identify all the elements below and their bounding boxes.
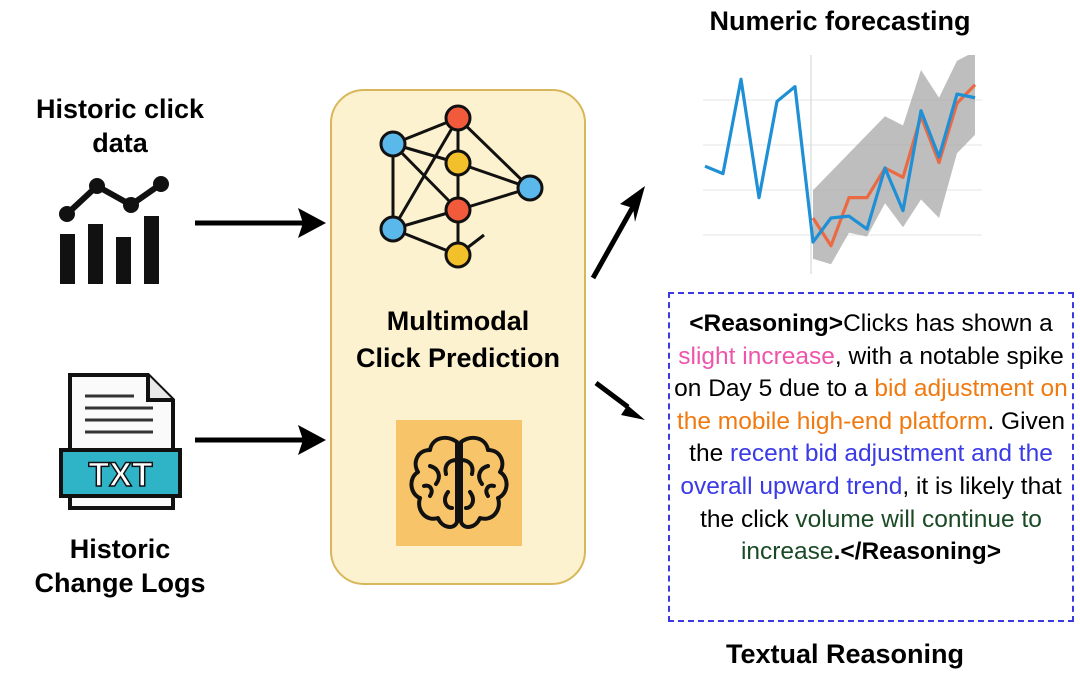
txt-badge: TXT <box>88 456 152 494</box>
node-yellow-1 <box>444 149 472 177</box>
arrow-model-to-forecast <box>590 186 645 280</box>
arrow-click-data-to-model <box>195 208 326 238</box>
history-line <box>704 77 976 244</box>
change-logs-label: Historic Change Logs <box>34 534 206 598</box>
forecast-chart-svg <box>703 51 982 281</box>
node-red-bottom <box>444 196 472 224</box>
brain-icon <box>409 435 509 529</box>
reasoning-highlight-trend: recent bid adjustment and the overall up… <box>680 440 1053 500</box>
click-data-label: Historic click data <box>35 94 205 158</box>
brain-tile <box>396 420 522 546</box>
node-blue-3 <box>516 174 544 202</box>
bar-chart-icon <box>59 176 169 284</box>
txt-file-icon: TXT <box>59 373 182 510</box>
model-title: Multimodal Click Prediction <box>330 303 586 377</box>
forecast-title: Numeric forecasting <box>709 6 971 36</box>
reasoning-title: Textual Reasoning <box>725 639 965 669</box>
reasoning-highlight-increase: slight increase <box>678 342 835 370</box>
reasoning-open-tag: <Reasoning> <box>689 310 844 337</box>
neural-network-icon <box>379 104 544 269</box>
forecast-line <box>811 83 977 248</box>
reasoning-text-2: , with a notable spike on Day 5 due to a <box>674 342 1064 403</box>
reasoning-highlight-bid: bid adjustment on the mobile high-end pl… <box>676 375 1068 435</box>
reasoning-text-1: Clicks has shown a <box>843 310 1053 337</box>
model-title-line2: Click Prediction <box>355 343 561 373</box>
node-blue-1 <box>379 130 407 158</box>
reasoning-box: <Reasoning>Clicks has shown a slight inc… <box>668 292 1074 622</box>
node-yellow-2 <box>444 241 472 269</box>
node-red-top <box>444 104 472 132</box>
arrow-change-logs-to-model <box>195 425 326 455</box>
reasoning-close-tag: .</Reasoning> <box>833 538 1002 566</box>
forecast-chart <box>703 51 982 281</box>
arrow-model-to-reasoning <box>594 381 645 420</box>
model-title-line1: Multimodal <box>386 306 530 336</box>
node-blue-2 <box>379 215 407 243</box>
reasoning-text-4: , it is likely that the click <box>700 472 1062 533</box>
reasoning-highlight-volume: volume will continue to increase <box>740 505 1042 566</box>
reasoning-text-3: . Given the <box>689 407 1066 468</box>
uncertainty-band <box>813 51 975 265</box>
